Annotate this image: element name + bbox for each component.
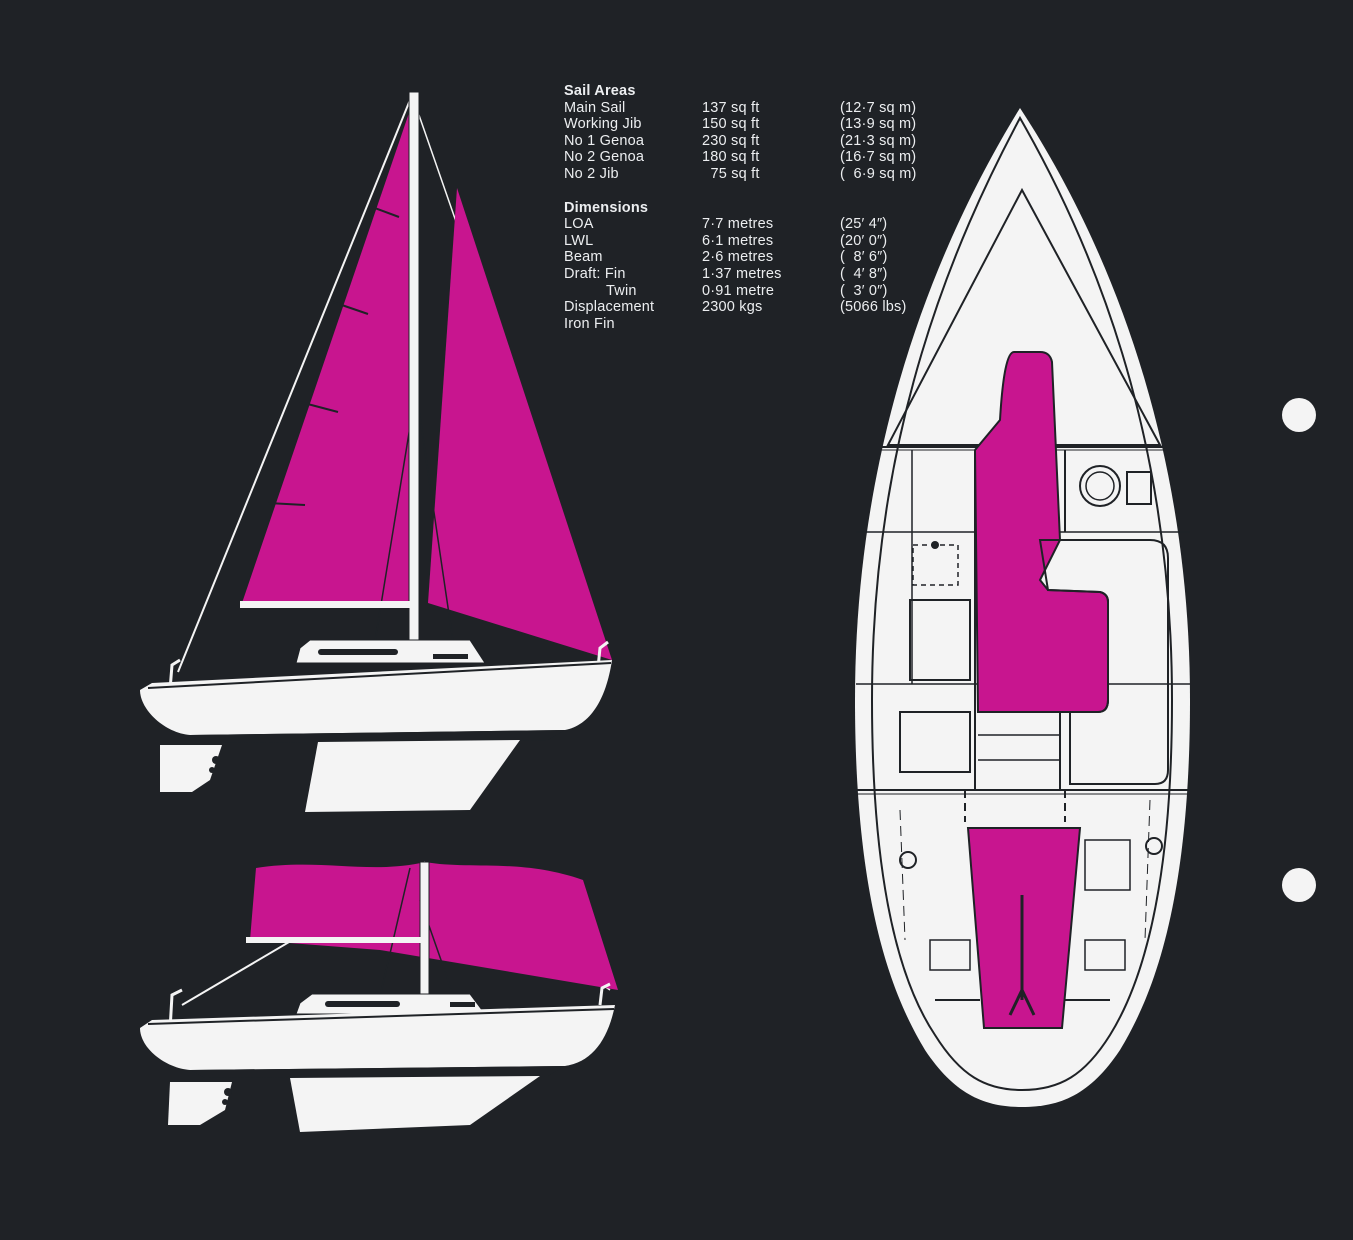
spec-row: No 2 Genoa 180 sq ft (16·7 sq m) [564,149,944,166]
spec-label: Working Jib [564,116,642,133]
sail-plan-drawing [140,91,612,812]
spec-label: No 2 Jib [564,165,619,182]
spec-value [702,316,840,333]
spec-label: LOA [564,216,594,233]
rudder [160,745,222,792]
boom [240,601,412,608]
hull-profile [140,660,612,735]
spec-value-alt: ( 3′ 0″) [840,282,888,299]
no1-genoa-sail [250,862,618,990]
spec-row: Main Sail 137 sq ft (12·7 sq m) [564,100,944,117]
spec-row: Beam 2·6 metres ( 8′ 6″) [564,249,944,266]
spec-value: 230 sq ft [702,132,760,149]
spec-label: No 1 Genoa [564,132,645,149]
specifications: Sail Areas Main Sail 137 sq ft (12·7 sq … [564,83,944,332]
spec-row: Displacement 2300 kgs (5066 lbs) [564,299,944,316]
spec-value: 180 sq ft [702,149,760,166]
cockpit-well [966,827,1082,1029]
spec-label: Iron Fin [564,315,615,332]
spec-label: No 2 Genoa [564,149,645,166]
spec-label: Twin [564,282,637,299]
spec-label: Beam [564,249,603,266]
spec-value-alt: (16·7 sq m) [840,149,917,166]
spec-value-alt: (25′ 4″) [840,216,888,233]
spec-label: Main Sail [564,99,626,116]
spec-value-alt: ( 6·9 sq m) [840,165,917,182]
spec-row: Working Jib 150 sq ft (13·9 sq m) [564,116,944,133]
spec-row: LOA 7·7 metres (25′ 4″) [564,216,944,233]
spec-value: 6·1 metres [702,232,774,249]
spec-value: 75 sq ft [702,165,760,182]
spec-label: LWL [564,232,594,249]
spec-row: Twin 0·91 metre ( 3′ 0″) [564,283,944,300]
dimensions-title: Dimensions [564,199,649,216]
spec-value: 137 sq ft [702,99,760,116]
genoa-sail-plan-drawing [140,861,618,1132]
spec-value-alt: (5066 lbs) [840,299,907,316]
spec-value: 7·7 metres [702,216,774,233]
spec-row: Iron Fin [564,316,944,333]
spec-value: 150 sq ft [702,116,760,133]
spec-row: LWL 6·1 metres (20′ 0″) [564,233,944,250]
spec-value-alt: ( 8′ 6″) [840,249,888,266]
spec-row: No 1 Genoa 230 sq ft (21·3 sq m) [564,133,944,150]
spec-value-alt: (21·3 sq m) [840,132,917,149]
punch-hole [1282,868,1316,902]
spec-value-alt: (13·9 sq m) [840,116,917,133]
genoa-sail [428,188,612,660]
spec-value-alt: (20′ 0″) [840,232,888,249]
spec-row: Draft: Fin 1·37 metres ( 4′ 8″) [564,266,944,283]
mast [408,91,420,649]
spec-value: 1·37 metres [702,265,782,282]
spec-value-alt: ( 4′ 8″) [840,265,888,282]
spec-value: 2300 kgs [702,299,763,316]
accommodation-plan [855,108,1190,1107]
punch-hole [1282,398,1316,432]
spec-value: 0·91 metre [702,282,775,299]
spec-value-alt: (12·7 sq m) [840,99,917,116]
main-sail [242,110,410,607]
spec-label: Displacement [564,299,655,316]
spec-label: Draft: Fin [564,265,626,282]
twin-keel [290,1076,540,1132]
sail-areas-title: Sail Areas [564,83,636,99]
fin-keel [305,740,520,812]
spec-value: 2·6 metres [702,249,774,266]
spec-row: No 2 Jib 75 sq ft ( 6·9 sq m) [564,166,944,183]
spec-value-alt [840,316,944,333]
